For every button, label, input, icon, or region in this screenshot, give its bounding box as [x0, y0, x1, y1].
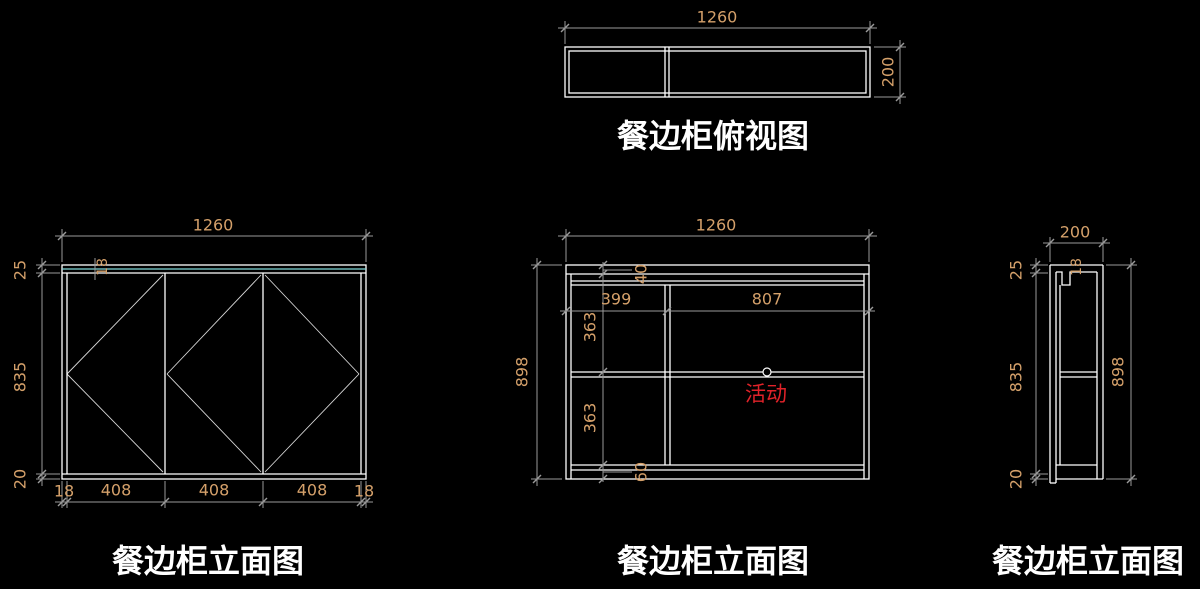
- internal-view-lower-shelf-dimension: 363: [581, 403, 600, 434]
- tick-mark: [37, 474, 47, 484]
- tick-mark: [895, 92, 905, 102]
- side-view-strip-dimension: 18: [1069, 258, 1085, 276]
- internal-view-left-width-dimension: 399: [601, 290, 632, 309]
- tick-mark: [361, 231, 371, 241]
- tick-mark: [57, 497, 67, 507]
- tick-mark: [561, 231, 571, 241]
- tick-mark: [662, 306, 672, 316]
- internal-view-base-dimension: 60: [632, 462, 651, 482]
- door-swing-line: [66, 274, 164, 375]
- side-view: 200 18 25 835 20 898: [992, 223, 1184, 581]
- top-view-depth-dimension: 200: [879, 57, 898, 88]
- tick-mark: [1098, 238, 1108, 248]
- internal-view-top-board-dimension: 40: [632, 264, 651, 284]
- top-strip-profile: [1056, 271, 1097, 286]
- front-view-height-dimension: 835: [11, 362, 30, 393]
- side-view-depth-dimension: 200: [1060, 223, 1091, 242]
- internal-view-outline: [565, 264, 870, 480]
- front-view-strip-dimension: 18: [95, 258, 111, 276]
- door-swing-line: [166, 373, 262, 473]
- front-view-bottom-dim-right-panel: 18: [354, 482, 374, 501]
- front-view-width-dimension: 1260: [193, 216, 234, 235]
- tick-mark: [1031, 474, 1041, 484]
- tick-mark: [37, 469, 47, 479]
- side-view-height-dimension: 835: [1007, 362, 1026, 393]
- tick-mark: [560, 23, 570, 33]
- top-view-inner-outline: [568, 50, 867, 94]
- front-view-bottom-dimension: 20: [11, 469, 30, 489]
- tick-mark: [561, 306, 571, 316]
- internal-view-title: 餐边柜立面图: [617, 542, 809, 580]
- tick-mark: [1031, 469, 1041, 479]
- tick-mark: [532, 474, 542, 484]
- tick-mark: [361, 497, 371, 507]
- internal-view-right-width-dimension: 807: [752, 290, 783, 309]
- front-view-outline: [61, 264, 367, 480]
- tick-mark: [160, 497, 170, 507]
- side-view-total-height-dimension: 898: [1109, 357, 1128, 388]
- adjustable-shelf-note: 活动: [745, 382, 787, 406]
- tick-mark: [37, 260, 47, 270]
- door-swing-line: [66, 373, 164, 473]
- top-view-title: 餐边柜俯视图: [617, 117, 809, 155]
- tick-mark: [532, 260, 542, 270]
- tick-mark: [865, 23, 875, 33]
- tick-mark: [37, 268, 47, 278]
- tick-mark: [1031, 260, 1041, 270]
- tick-mark: [1126, 474, 1136, 484]
- shelf-pin-marker: [762, 367, 772, 377]
- tick-mark: [57, 231, 67, 241]
- tick-mark: [258, 497, 268, 507]
- tick-mark: [598, 269, 608, 279]
- side-view-top-dimension: 25: [1007, 260, 1026, 280]
- front-view-title: 餐边柜立面图: [112, 542, 304, 580]
- front-view: 1260 18 25 835 20: [11, 216, 375, 581]
- internal-view-width-dimension: 1260: [696, 216, 737, 235]
- internal-view: 1260 活动 898 40 363 363 60: [513, 216, 877, 580]
- tick-mark: [598, 460, 608, 470]
- tick-mark: [1045, 238, 1055, 248]
- tick-mark: [864, 306, 874, 316]
- tick-mark: [598, 474, 608, 484]
- tick-mark: [598, 260, 608, 270]
- front-view-bottom-dim-door-2: 408: [199, 481, 230, 500]
- front-view-bottom-dim-door-3: 408: [297, 481, 328, 500]
- front-view-bottom-dim-left-panel: 18: [54, 482, 74, 501]
- tick-mark: [62, 497, 72, 507]
- front-view-top-dimension: 25: [11, 260, 30, 280]
- door-swing-line: [166, 274, 262, 375]
- side-view-title: 餐边柜立面图: [992, 542, 1184, 580]
- front-view-bottom-dim-door-1: 408: [101, 481, 132, 500]
- internal-view-upper-shelf-dimension: 363: [581, 312, 600, 343]
- tick-mark: [1126, 260, 1136, 270]
- internal-view-height-dimension: 898: [513, 357, 532, 388]
- tick-mark: [895, 42, 905, 52]
- side-view-bottom-dimension: 20: [1007, 469, 1026, 489]
- tick-mark: [598, 367, 608, 377]
- door-swing-line: [264, 373, 360, 473]
- top-view-width-dimension: 1260: [697, 8, 738, 27]
- top-view: 1260 200 餐边柜俯视图: [558, 8, 906, 155]
- tick-mark: [864, 231, 874, 241]
- tick-mark: [1031, 268, 1041, 278]
- door-swing-line: [264, 274, 360, 375]
- top-view-outline: [564, 46, 871, 98]
- tick-mark: [356, 497, 366, 507]
